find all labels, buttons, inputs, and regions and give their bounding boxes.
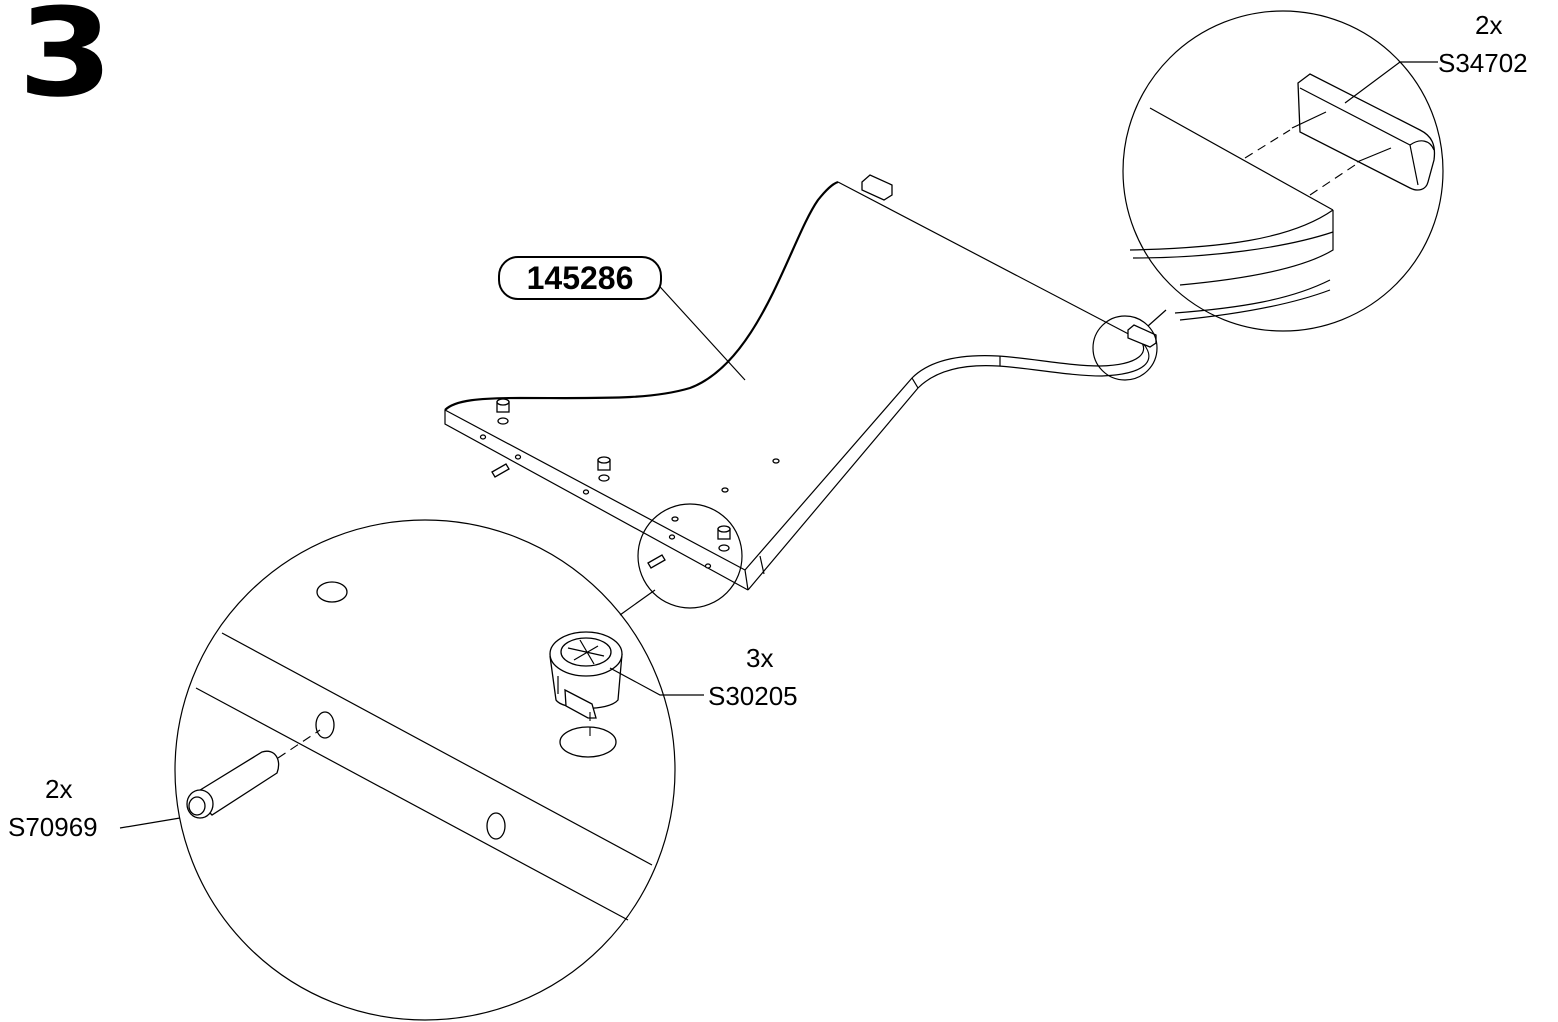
dowel-code-label: S70969 xyxy=(8,812,98,842)
dowel-detail xyxy=(186,729,321,819)
cam-lock-detail xyxy=(549,631,704,758)
cam-lock-mini xyxy=(597,456,611,482)
connector-code-label: S34702 xyxy=(1438,48,1528,78)
cam-lock-qty-label: 3x xyxy=(746,643,774,673)
detail-circle-top xyxy=(1092,10,1444,381)
dowel-qty-label: 2x xyxy=(45,774,73,804)
connector-mini xyxy=(1127,324,1157,348)
cam-lock-mini xyxy=(717,525,731,552)
cam-lock-code-label: S30205 xyxy=(708,681,798,711)
step-number: 3 xyxy=(18,0,113,124)
part-number-badge: 145286 xyxy=(498,256,662,300)
connector-qty-label: 2x xyxy=(1475,10,1503,40)
dowel-mini xyxy=(491,463,510,478)
connector-mini xyxy=(861,174,893,201)
detail-circle-bottom xyxy=(119,503,743,1021)
cam-lock-mini xyxy=(496,398,510,425)
panel-145286 xyxy=(444,174,1157,591)
dowel-mini xyxy=(647,554,666,569)
